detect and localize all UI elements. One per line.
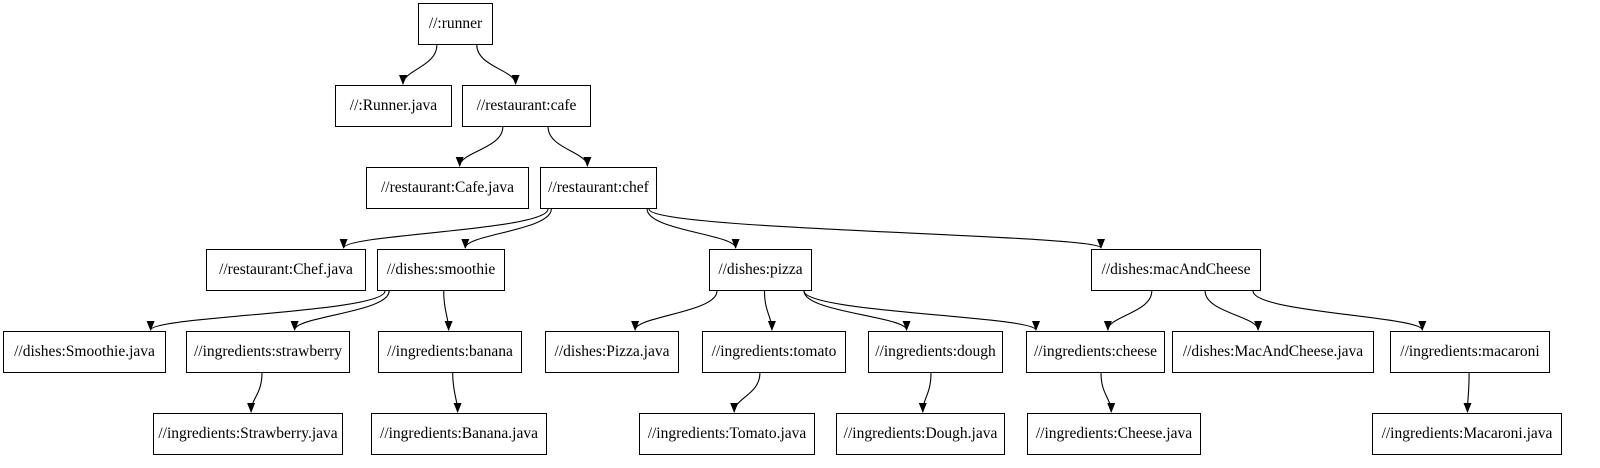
graph-node-ingredients_dough_java[interactable]: //ingredients:Dough.java [836, 413, 1005, 455]
graph-node-label: //ingredients:Macaroni.java [1381, 425, 1553, 443]
graph-node-label: //ingredients:tomato [711, 343, 837, 361]
graph-node-restaurant_chef[interactable]: //restaurant:chef [540, 167, 657, 209]
graph-node-restaurant_chef_java[interactable]: //restaurant:Chef.java [206, 249, 366, 291]
graph-node-label: //ingredients:dough [875, 343, 996, 361]
graph-node-ingredients_strawberry_java[interactable]: //ingredients:Strawberry.java [153, 413, 343, 455]
graph-node-ingredients_tomato[interactable]: //ingredients:tomato [702, 331, 846, 373]
graph-node-label: //restaurant:Cafe.java [381, 179, 514, 197]
graph-node-ingredients_macaroni_java[interactable]: //ingredients:Macaroni.java [1372, 413, 1562, 455]
graph-node-label: //restaurant:Chef.java [219, 261, 353, 279]
graph-node-label: //ingredients:cheese [1033, 343, 1158, 361]
graph-node-ingredients_dough[interactable]: //ingredients:dough [868, 331, 1003, 373]
graph-node-label: //ingredients:Banana.java [380, 425, 538, 443]
graph-node-ingredients_strawberry[interactable]: //ingredients:strawberry [186, 331, 350, 373]
graph-node-label: //dishes:smoothie [386, 261, 496, 279]
graph-node-label: //ingredients:macaroni [1400, 343, 1540, 361]
graph-node-label: //ingredients:banana [387, 343, 513, 361]
graph-node-label: //ingredients:Cheese.java [1035, 425, 1193, 443]
graph-node-label: //ingredients:Dough.java [843, 425, 998, 443]
graph-node-dishes_macandcheese[interactable]: //dishes:macAndCheese [1091, 249, 1261, 291]
graph-node-dishes_smoothie_java[interactable]: //dishes:Smoothie.java [3, 331, 166, 373]
graph-node-label: //ingredients:Strawberry.java [158, 425, 338, 443]
graph-node-ingredients_cheese_java[interactable]: //ingredients:Cheese.java [1027, 413, 1201, 455]
graph-node-label: //dishes:macAndCheese [1101, 261, 1251, 279]
graph-node-ingredients_banana_java[interactable]: //ingredients:Banana.java [371, 413, 547, 455]
graph-node-label: //dishes:Smoothie.java [14, 343, 155, 361]
graph-node-label: //ingredients:strawberry [193, 343, 343, 361]
graph-node-label: //ingredients:Tomato.java [647, 425, 807, 443]
graph-node-dishes_smoothie[interactable]: //dishes:smoothie [377, 249, 505, 291]
graph-node-runner_java[interactable]: //:Runner.java [335, 85, 452, 127]
graph-node-label: //:Runner.java [349, 97, 438, 115]
graph-node-dishes_macandcheese_java[interactable]: //dishes:MacAndCheese.java [1172, 331, 1374, 373]
graph-node-restaurant_cafe[interactable]: //restaurant:cafe [462, 85, 591, 127]
graph-node-ingredients_tomato_java[interactable]: //ingredients:Tomato.java [639, 413, 815, 455]
graph-node-runner[interactable]: //:runner [418, 3, 493, 45]
graph-node-dishes_pizza[interactable]: //dishes:pizza [709, 249, 812, 291]
graph-node-ingredients_cheese[interactable]: //ingredients:cheese [1026, 331, 1165, 373]
graph-node-label: //dishes:pizza [718, 261, 803, 279]
graph-node-dishes_pizza_java[interactable]: //dishes:Pizza.java [545, 331, 679, 373]
graph-node-label: //restaurant:chef [548, 179, 649, 197]
graph-node-label: //dishes:MacAndCheese.java [1182, 343, 1364, 361]
graph-node-restaurant_cafe_java[interactable]: //restaurant:Cafe.java [366, 167, 529, 209]
graph-node-ingredients_macaroni[interactable]: //ingredients:macaroni [1390, 331, 1550, 373]
graph-node-label: //restaurant:cafe [476, 97, 577, 115]
graph-node-label: //:runner [428, 15, 483, 33]
graph-node-label: //dishes:Pizza.java [554, 343, 670, 361]
graph-node-ingredients_banana[interactable]: //ingredients:banana [378, 331, 522, 373]
